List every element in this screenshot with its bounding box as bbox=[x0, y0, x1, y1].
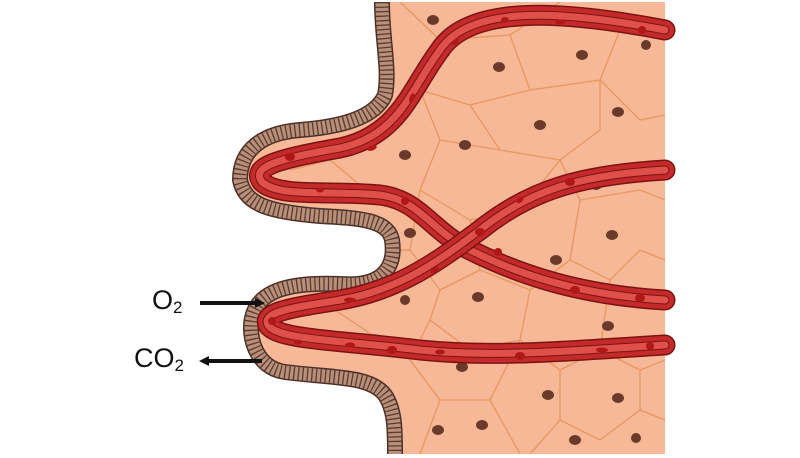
capillary-upper-loop bbox=[249, 4, 676, 311]
epithelial-wall bbox=[232, 1, 403, 455]
oxygen-label-subscript: 2 bbox=[173, 298, 183, 317]
capillary-vessels bbox=[249, 4, 676, 364]
red-blood-cells bbox=[268, 17, 654, 360]
carbon-dioxide-label-base: CO bbox=[134, 343, 175, 373]
carbon-dioxide-label: CO2 bbox=[134, 343, 184, 375]
capillary-lower-loop bbox=[256, 159, 676, 364]
oxygen-label: O2 bbox=[152, 285, 183, 317]
carbon-dioxide-label-subscript: 2 bbox=[174, 356, 184, 375]
oxygen-label-base: O bbox=[152, 285, 174, 315]
